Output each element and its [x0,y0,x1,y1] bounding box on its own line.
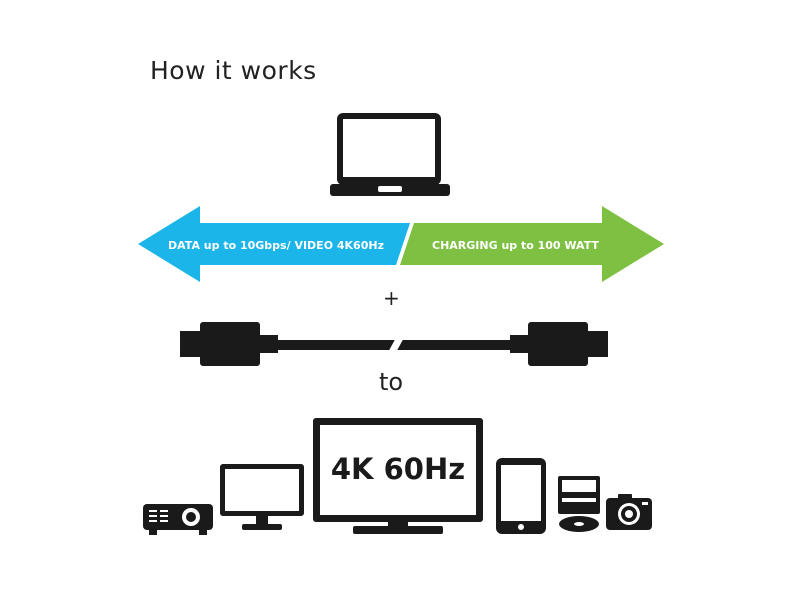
double-arrow: DATA up to 10Gbps/ VIDEO 4K60Hz CHARGING… [138,202,664,286]
charging-arrow-label: CHARGING up to 100 WATT [432,239,599,252]
monitor-icon [220,464,304,534]
disc-drive-icon [558,476,600,534]
data-arrow-label: DATA up to 10Gbps/ VIDEO 4K60Hz [168,239,384,252]
page-title: How it works [150,56,317,85]
laptop-icon [330,110,450,200]
tv-icon: 4K 60Hz [313,416,483,540]
connector-word: to [379,368,403,396]
plus-sign: + [383,286,400,310]
usb-c-cable-icon [180,320,610,370]
tablet-icon [496,458,546,534]
monitor-text: 4K 60Hz [331,452,465,486]
projector-icon [143,500,213,538]
camera-icon [606,494,652,530]
